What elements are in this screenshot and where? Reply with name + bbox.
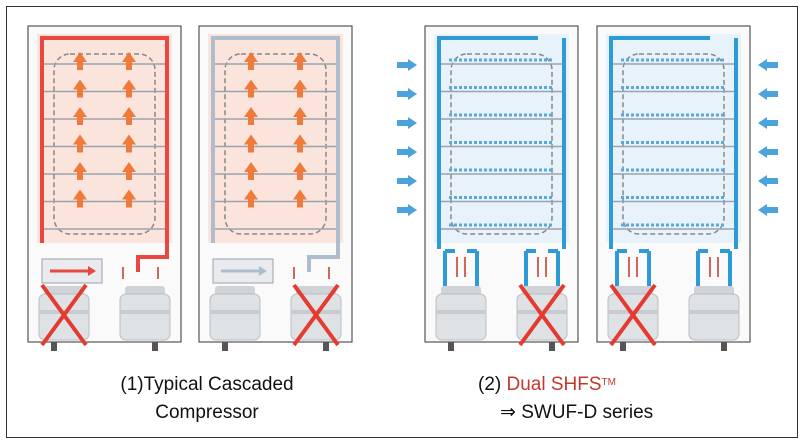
x-mark: [609, 283, 657, 347]
refrigerant-pipe: [40, 36, 169, 272]
refrigerant-pipe: [437, 36, 538, 249]
up-arrow: [293, 107, 307, 125]
airflow-arrow: [397, 88, 417, 100]
caption-dual-shfs-line2: ⇒ SWUF-D series: [500, 402, 654, 423]
up-arrow: [73, 134, 87, 153]
up-arrow: [293, 162, 307, 180]
up-arrow: [244, 79, 258, 98]
up-arrow: [293, 52, 307, 70]
airflow-arrow: [397, 146, 417, 158]
fridge-unit-1: [27, 25, 182, 351]
chamber: [208, 34, 343, 243]
up-arrow: [122, 134, 136, 153]
airflow-arrow: [397, 117, 417, 129]
fridge-foot: [323, 342, 329, 351]
fridge-unit-4: [596, 25, 778, 351]
caption-cascaded: (1)Typical Cascaded Compressor: [82, 372, 332, 426]
up-arrow: [244, 189, 258, 208]
x-mark: [40, 283, 88, 347]
up-arrow: [244, 162, 258, 180]
chamber: [37, 34, 172, 243]
refrigerant-pipe: [211, 36, 340, 272]
caption-cascaded-line2: Compressor: [155, 402, 259, 423]
up-arrow: [122, 189, 136, 208]
fridge-unit-2: [198, 25, 353, 351]
airflow-loop: [53, 53, 156, 235]
fridge-unit-3: [397, 25, 579, 351]
exchanger-arrow: [88, 266, 96, 276]
fridge-foot: [51, 342, 57, 351]
airflow-arrow: [397, 175, 417, 187]
caption-dual-shfs: (2) Dual SHFSTM ⇒ SWUF-D series: [478, 372, 778, 426]
compressor-body: [119, 293, 171, 341]
airflow-arrow: [758, 59, 778, 71]
caption-dual-prefix: (2): [478, 374, 507, 395]
drain-pipe: [696, 249, 732, 289]
up-arrow: [122, 79, 136, 98]
compressor-body: [209, 293, 261, 341]
exchanger-arrow: [259, 266, 267, 276]
fridge-foot: [620, 342, 626, 351]
fridge-foot: [721, 342, 727, 351]
up-arrow: [122, 107, 136, 125]
caption-cascaded-line1: (1)Typical Cascaded: [120, 374, 294, 395]
x-mark: [518, 283, 566, 347]
airflow-arrow: [397, 59, 417, 71]
caption-dual-tm: TM: [601, 377, 616, 388]
drain-pipe: [443, 249, 479, 289]
x-mark: [292, 283, 340, 347]
airflow-loop: [224, 53, 327, 235]
drain-pipe: [615, 249, 651, 289]
up-arrow: [73, 162, 87, 180]
chamber: [606, 34, 741, 243]
up-arrow: [244, 52, 258, 70]
up-arrow: [122, 162, 136, 180]
compressor-band: [210, 310, 260, 314]
up-arrow: [244, 107, 258, 125]
compressor-band: [120, 310, 170, 314]
up-arrow: [293, 79, 307, 98]
up-arrow: [122, 52, 136, 70]
fridge-foot: [222, 342, 228, 351]
refrigerant-pipe: [609, 36, 710, 249]
compressor-body: [688, 293, 740, 341]
airflow-arrow: [758, 175, 778, 187]
fridge-foot: [448, 342, 454, 351]
fridge-foot: [549, 342, 555, 351]
caption-dual-shfs-line1: (2) Dual SHFSTM: [478, 372, 778, 398]
up-arrow: [244, 134, 258, 153]
compressor-band: [689, 310, 739, 314]
up-arrow: [293, 189, 307, 208]
airflow-arrow: [758, 117, 778, 129]
up-arrow: [73, 107, 87, 125]
up-arrow: [73, 189, 87, 208]
caption-dual-name: Dual SHFS: [506, 374, 602, 395]
airflow-arrow: [758, 146, 778, 158]
drain-pipe: [524, 249, 560, 289]
compressor-band: [436, 310, 486, 314]
up-arrow: [73, 52, 87, 70]
up-arrow: [73, 79, 87, 98]
airflow-arrow: [758, 204, 778, 216]
airflow-arrow: [758, 88, 778, 100]
compressor-body: [435, 293, 487, 341]
up-arrow: [293, 134, 307, 153]
chamber: [434, 34, 569, 243]
airflow-arrow: [397, 204, 417, 216]
fridge-foot: [152, 342, 158, 351]
